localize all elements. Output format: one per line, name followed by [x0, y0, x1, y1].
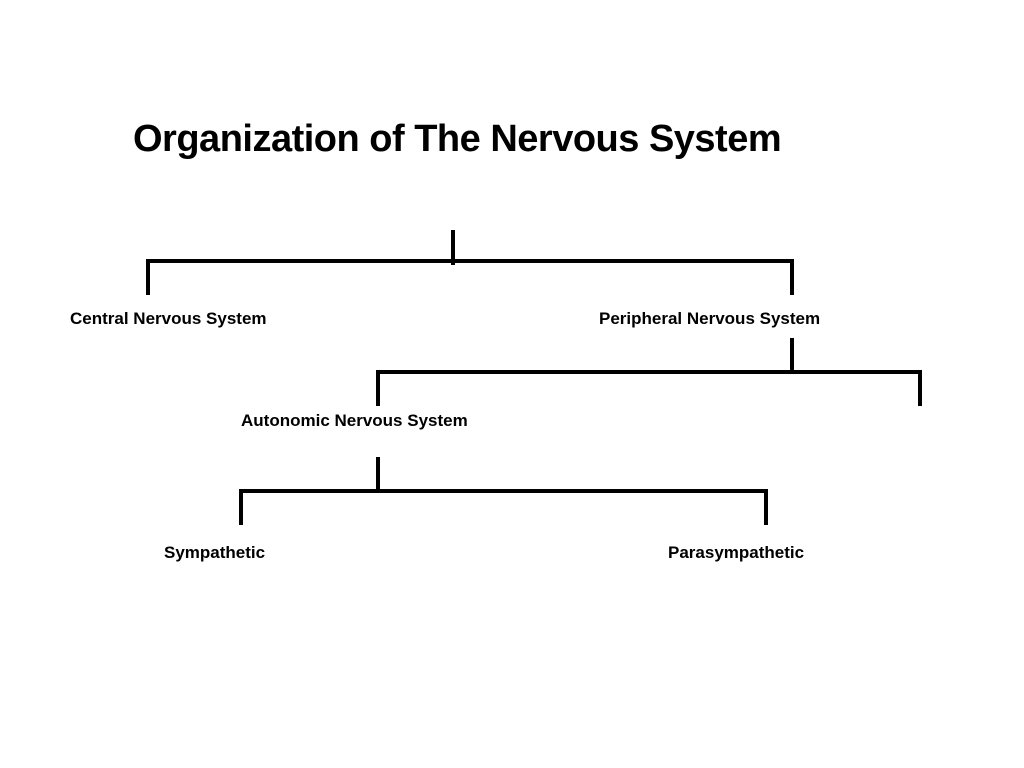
node-autonomic-nervous-system: Autonomic Nervous System [241, 411, 468, 430]
node-sympathetic: Sympathetic [164, 543, 266, 562]
slide-title: Organization of The Nervous System [133, 118, 782, 160]
node-parasympathetic: Parasympathetic [668, 543, 805, 562]
node-peripheral-nervous-system: Peripheral Nervous System [599, 309, 821, 328]
node-central-nervous-system: Central Nervous System [70, 309, 267, 328]
